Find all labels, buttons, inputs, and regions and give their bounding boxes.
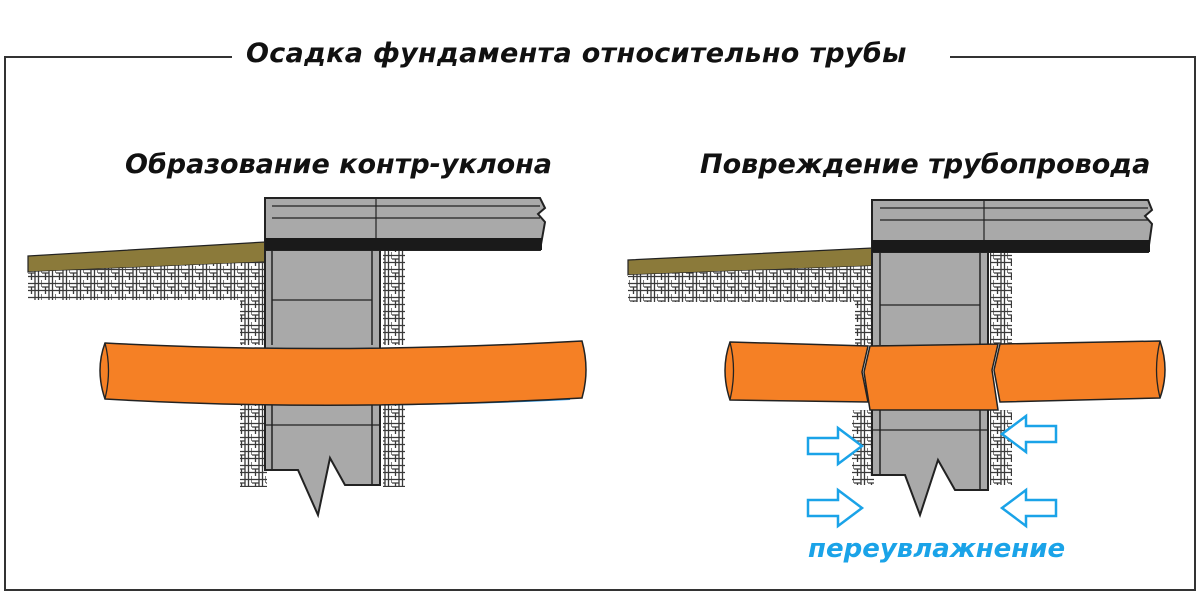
soil-hatch-right [383,250,405,345]
soil-hatch-left-lower-2 [852,410,874,485]
moisture-arrow-lower-left [806,487,865,529]
moisture-label: переувлажнение [808,534,1066,564]
soil-hatch-left-upper [28,262,265,345]
slab-band-left [265,238,542,250]
soil-hatch-right-lower-2 [990,410,1012,485]
soil-hatch-right-lower [383,405,405,487]
pipe-right-segment-2 [863,343,999,411]
right-panel [627,199,1166,529]
left-panel [27,197,587,519]
soil-hatch-right-2 [990,252,1012,345]
moisture-arrow-lower-right [999,487,1058,529]
pipe-right-segment-1 [724,341,869,403]
pipe-right-segment-3 [993,340,1166,403]
soil-hatch-left-lower [240,405,267,487]
moisture-arrow-upper-right [999,413,1058,455]
outer-frame [4,56,1196,591]
soil-hatch-left-upper-2 [628,266,872,345]
left-panel-subtitle: Образование контр-уклона [125,149,553,180]
slab-band-right [872,240,1150,252]
pipe-left [99,340,587,406]
diagram-title: Осадка фундамента относительно трубы [238,38,915,69]
moisture-arrow-upper-left [806,425,865,467]
right-panel-subtitle: Повреждение трубопровода [700,149,1151,180]
